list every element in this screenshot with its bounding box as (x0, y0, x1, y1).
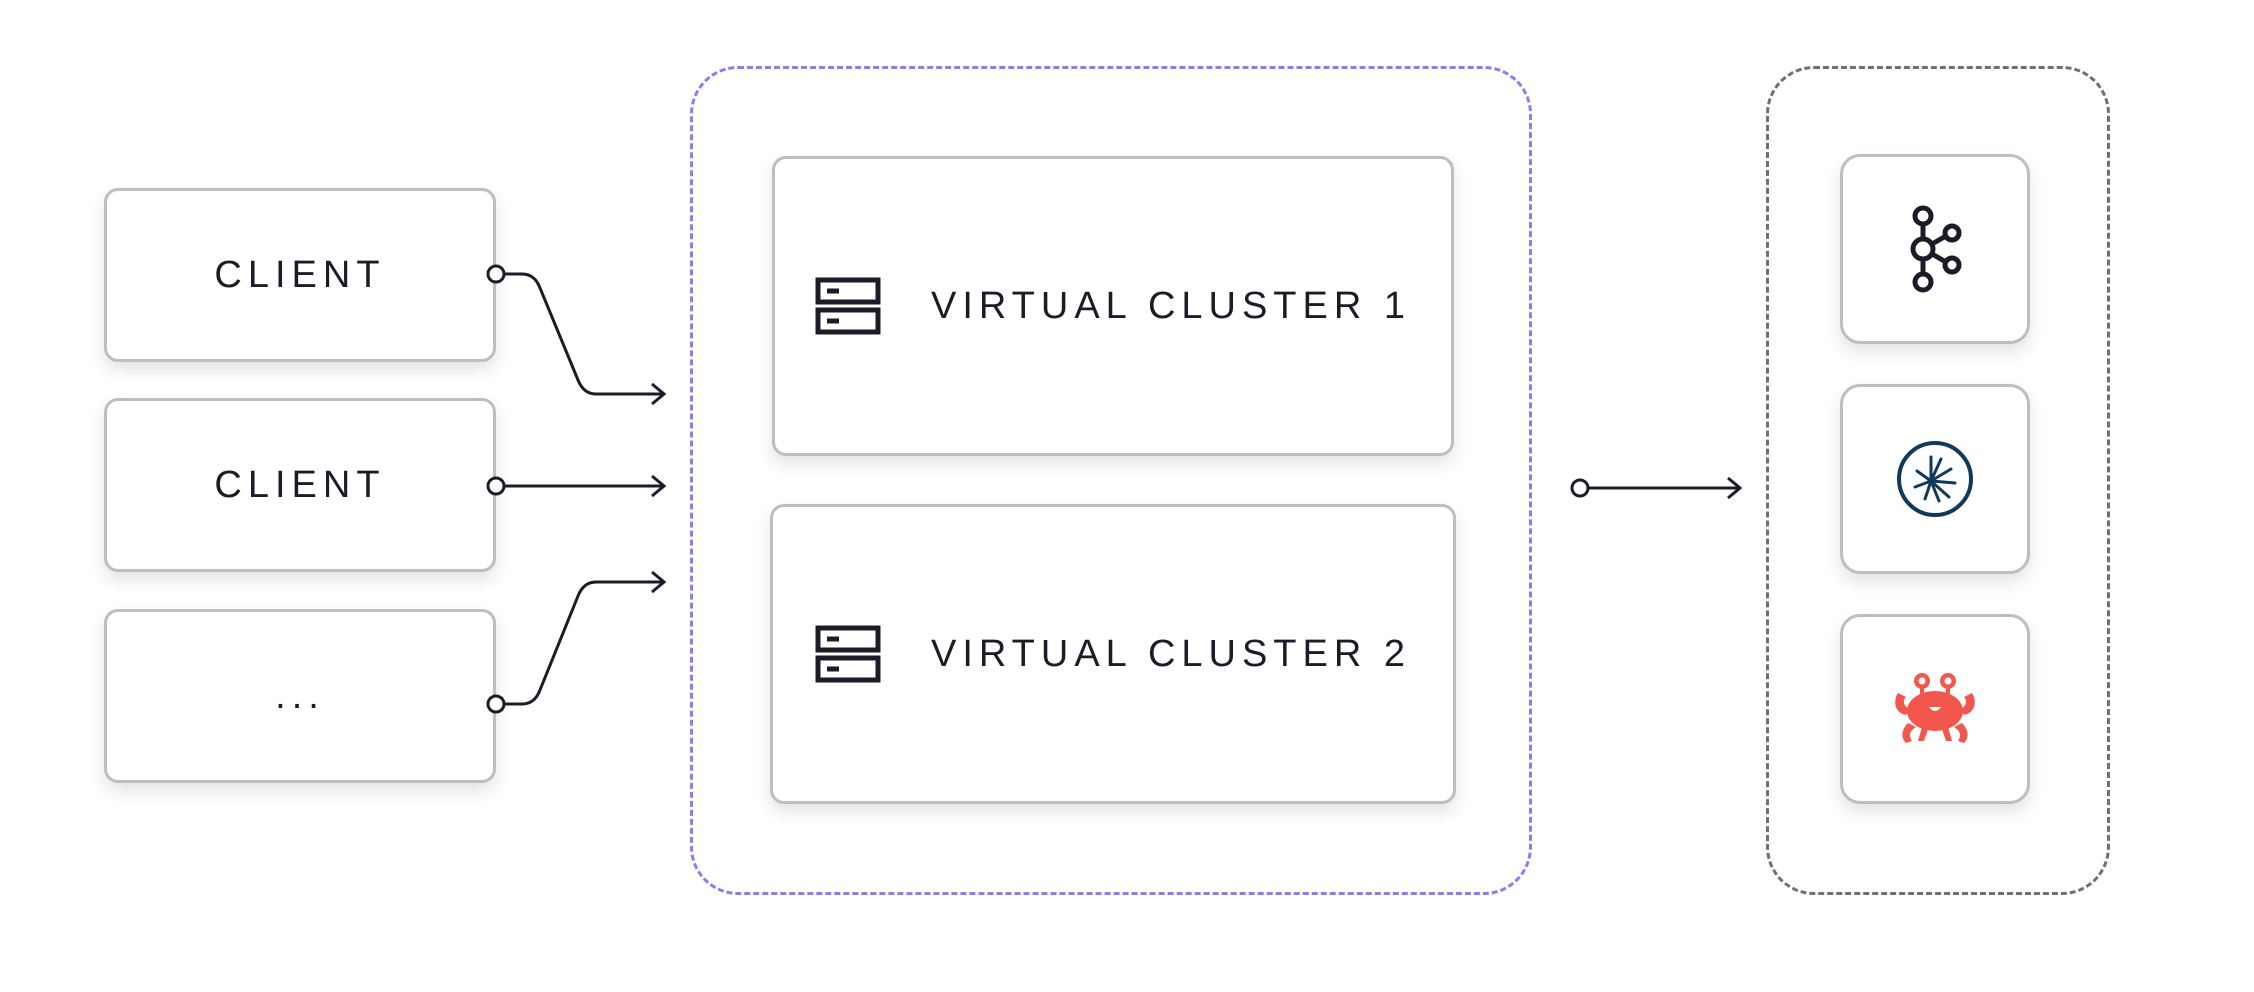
connector-line (504, 272, 664, 396)
server-icon (815, 277, 881, 335)
client-box: ... (104, 609, 496, 783)
arrow-head (651, 382, 667, 406)
connector-line (504, 580, 664, 706)
backend-cluster-group (1766, 66, 2110, 895)
virtual-cluster-box: VIRTUAL CLUSTER 1 (772, 156, 1454, 456)
arrow-head (651, 474, 667, 498)
arrow-head (1727, 476, 1743, 500)
server-icon (815, 625, 881, 683)
client-box: CLIENT (104, 188, 496, 362)
virtual-cluster-label: VIRTUAL CLUSTER 2 (931, 632, 1411, 675)
backend-box-kafka (1840, 154, 2030, 344)
client-label: ... (275, 674, 325, 717)
starburst-logo-icon (1897, 441, 1973, 517)
arrow-head (651, 570, 667, 594)
virtual-cluster-label: VIRTUAL CLUSTER 1 (931, 284, 1411, 327)
client-box: CLIENT (104, 398, 496, 572)
client-label: CLIENT (214, 463, 386, 506)
virtual-cluster-box: VIRTUAL CLUSTER 2 (770, 504, 1456, 804)
backend-box-crab (1840, 614, 2030, 804)
crab-logo-icon (1895, 673, 1975, 743)
virtual-cluster-group (690, 66, 1532, 895)
kafka-logo-icon (1910, 205, 1962, 293)
backend-box-starburst (1840, 384, 2030, 574)
connector-port (1570, 478, 1590, 498)
client-label: CLIENT (214, 253, 386, 296)
